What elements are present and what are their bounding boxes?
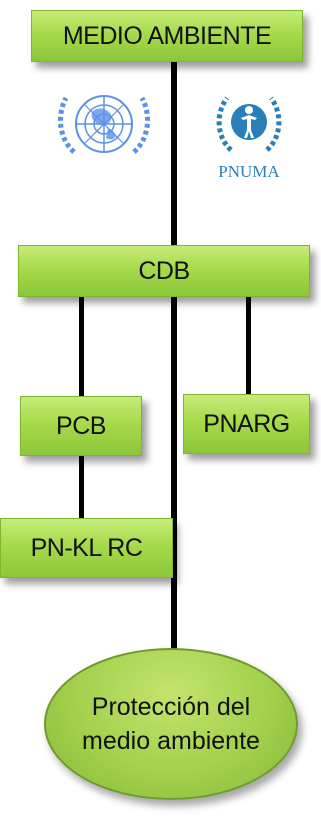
united-nations-emblem-icon <box>57 95 151 154</box>
medio-ambiente-label: MEDIO AMBIENTE <box>62 21 272 50</box>
pn-kl-rc-label: PN-KL RC <box>30 533 143 562</box>
connector-pcb-to-pnkl <box>79 454 84 520</box>
connector-cdb-to-pnarg <box>246 292 251 396</box>
proteccion-label: Protección del medio ambiente <box>82 690 260 758</box>
cdb-label: CDB <box>138 256 190 285</box>
pnuma-logo: PNUMA <box>203 82 295 186</box>
un-emblem-logo <box>56 82 152 166</box>
pnarg-label: PNARG <box>203 409 290 438</box>
proteccion-medio-ambiente-node: Protección del medio ambiente <box>44 648 298 800</box>
pnarg-node: PNARG <box>183 394 310 454</box>
medio-ambiente-node: MEDIO AMBIENTE <box>31 10 303 62</box>
pcb-label: PCB <box>56 411 106 440</box>
proteccion-label-line1: Protección del <box>91 693 251 721</box>
pnuma-logo-text: PNUMA <box>218 162 280 181</box>
connector-cdb-to-goal <box>171 292 177 662</box>
pcb-node: PCB <box>20 396 142 456</box>
cdb-node: CDB <box>18 245 310 297</box>
pn-kl-rc-node: PN-KL RC <box>0 518 173 578</box>
connector-top-to-cdb <box>171 60 177 245</box>
pnuma-logo-icon <box>216 96 282 152</box>
proteccion-label-line2: medio ambiente <box>82 727 260 755</box>
connector-cdb-to-pcb <box>79 292 84 400</box>
